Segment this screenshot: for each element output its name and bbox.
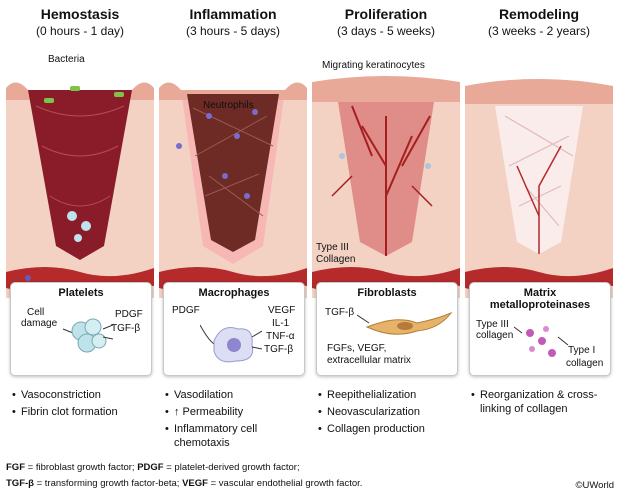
abbreviations-line1: FGF = fibroblast growth factor; PDGF = p…: [6, 462, 606, 473]
bullet: Reorganization & cross-linking of collag…: [471, 388, 611, 416]
fibroblasts-box: Fibroblasts TGF-β FGFs, VEGF, extracellu…: [316, 282, 458, 376]
box-text-tgf: TGF-β: [325, 307, 355, 318]
stage-time: (3 days - 5 weeks): [336, 24, 436, 38]
mmp-box: Matrix metalloproteinases Type III colla…: [469, 282, 611, 376]
box-text-collagen1: collagen: [566, 358, 604, 369]
macrophages-box: Macrophages PDGF VEGF IL-1 TNF-α TGF-β: [163, 282, 305, 376]
bullet: Vasodilation: [165, 388, 305, 402]
stage-bullets: Reepithelialization Neovascularization C…: [318, 388, 458, 439]
box-text-il1: IL-1: [272, 318, 290, 329]
platelets-box: Platelets Cell damage PDGF TGF-β: [10, 282, 152, 376]
abbr-pdgf-def: = platelet-derived growth factor;: [163, 462, 300, 473]
bullet: Collagen production: [318, 422, 458, 436]
mmp-molecules-icon: [514, 326, 569, 357]
stage-time: (3 weeks - 2 years): [487, 24, 591, 38]
stage-title: Hemostasis: [40, 6, 120, 22]
macrophage-cell-icon: [200, 324, 262, 363]
box-text-damage: damage: [21, 318, 58, 329]
bullet: Neovascularization: [318, 405, 458, 419]
bullet: Inflammatory cell chemotaxis: [165, 422, 305, 450]
stage-time: (0 hours - 1 day): [35, 24, 125, 38]
hemostasis-illustration: Bacteria: [6, 46, 154, 298]
box-title: Macrophages: [198, 287, 270, 299]
copyright: ©UWorld: [575, 480, 615, 491]
box-text-type1: Type I: [568, 345, 596, 356]
box-title-line2: metalloproteinases: [489, 299, 591, 311]
box-text-tgf: TGF-β: [111, 323, 141, 334]
box-text-fgfs: FGFs, VEGF,: [327, 343, 387, 354]
collagen-label-line1: Type III: [316, 242, 349, 253]
stage-inflammation: Inflammation (3 hours - 5 days) Neutroph…: [159, 6, 307, 456]
box-text-tnf: TNF-α: [266, 331, 295, 342]
stage-title: Remodeling: [498, 6, 580, 22]
box-text-ecm: extracellular matrix: [327, 355, 411, 366]
bullet: Vasoconstriction: [12, 388, 152, 402]
abbr-fgf: FGF: [6, 462, 25, 473]
bullet: Fibrin clot formation: [12, 405, 152, 419]
bullet: ↑ Permeability: [165, 405, 305, 419]
remodeling-illustration: [465, 46, 613, 298]
stage-bullets: Vasodilation ↑ Permeability Inflammatory…: [165, 388, 305, 453]
inflammation-illustration: Neutrophils: [159, 46, 307, 298]
stage-hemostasis: Hemostasis (0 hours - 1 day) Bacteria Pl…: [6, 6, 154, 456]
abbr-tgf-def: = transforming growth factor-beta;: [33, 478, 183, 489]
stage-time: (3 hours - 5 days): [185, 24, 281, 38]
stage-bullets: Reorganization & cross-linking of collag…: [471, 388, 611, 419]
bullet: Reepithelialization: [318, 388, 458, 402]
box-text-cell: Cell: [27, 307, 45, 318]
box-title: Platelets: [58, 287, 104, 299]
stage-bullets: Vasoconstriction Fibrin clot formation: [12, 388, 152, 422]
box-text-collagen3: collagen: [476, 330, 514, 341]
box-text-pdgf: PDGF: [172, 305, 200, 316]
box-text-vegf: VEGF: [268, 305, 296, 316]
abbr-fgf-def: = fibroblast growth factor;: [25, 462, 138, 473]
box-title: Matrix: [523, 287, 557, 299]
collagen-label-line2: Collagen: [316, 254, 356, 265]
box-text-tgf: TGF-β: [264, 344, 294, 355]
platelet-cluster-icon: [62, 318, 113, 353]
neutrophils-label: Neutrophils: [203, 100, 254, 111]
abbr-vegf-def: = vascular endothelial growth factor.: [207, 478, 363, 489]
box-title: Fibroblasts: [357, 287, 417, 299]
proliferation-illustration: Migrating keratinocytes Type III Collage…: [312, 46, 460, 298]
stage-remodeling: Remodeling (3 weeks - 2 years) Matrix me…: [465, 6, 613, 456]
abbreviations-line2: TGF-β = transforming growth factor-beta;…: [6, 478, 606, 489]
keratinocytes-label: Migrating keratinocytes: [322, 60, 425, 71]
abbr-pdgf: PDGF: [137, 462, 164, 473]
bacteria-label: Bacteria: [48, 54, 85, 65]
box-text-type3: Type III: [476, 319, 509, 330]
fibroblast-cell-icon: [357, 311, 453, 335]
abbr-vegf: VEGF: [182, 478, 208, 489]
stage-proliferation: Proliferation (3 days - 5 weeks) Migrati…: [312, 6, 460, 456]
stage-title: Inflammation: [189, 6, 277, 22]
box-text-pdgf: PDGF: [115, 309, 143, 320]
abbr-tgf: TGF-β: [6, 478, 34, 489]
stage-title: Proliferation: [344, 6, 428, 22]
